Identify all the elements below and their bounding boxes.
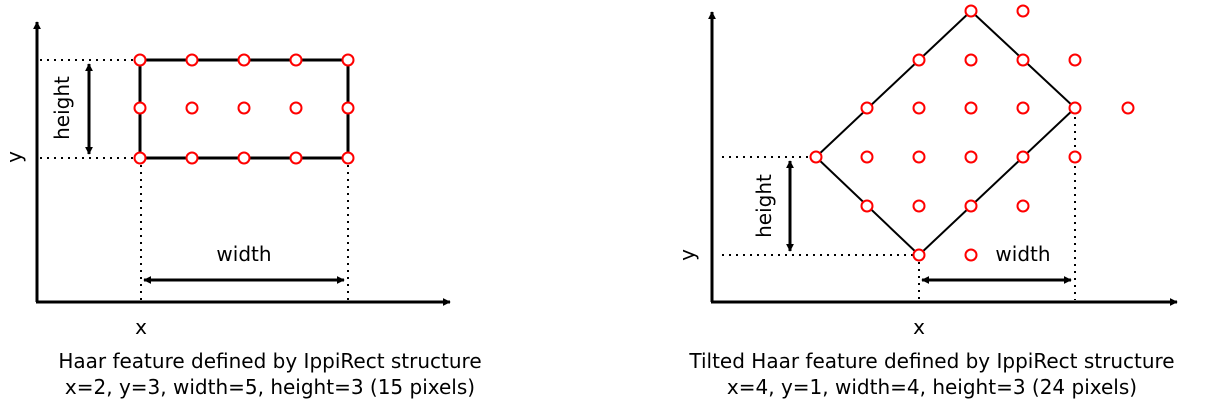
left-points bbox=[133, 53, 355, 165]
right-y-axis-label: y bbox=[675, 249, 699, 261]
left-height-label: height bbox=[50, 76, 74, 140]
left-caption-line1: Haar feature defined by IppiRect structu… bbox=[58, 349, 481, 373]
left-caption-line2: x=2, y=3, width=5, height=3 (15 pixels) bbox=[65, 375, 475, 399]
right-axes bbox=[708, 11, 1178, 306]
right-width-label: width bbox=[995, 242, 1050, 266]
right-points bbox=[809, 4, 1135, 262]
left-guides bbox=[40, 59, 349, 300]
right-panel: height width y x Tilted Haar feature def… bbox=[675, 4, 1178, 399]
left-axes bbox=[33, 21, 451, 306]
right-guides bbox=[722, 110, 1076, 300]
right-height-label: height bbox=[752, 174, 776, 238]
left-panel: height width y x Haar feature defined by… bbox=[2, 21, 482, 399]
right-caption-line2: x=4, y=1, width=4, height=3 (24 pixels) bbox=[727, 375, 1137, 399]
right-tilted-rect bbox=[814, 9, 1077, 257]
right-caption-line1: Tilted Haar feature defined by IppiRect … bbox=[688, 349, 1174, 373]
left-y-axis-label: y bbox=[2, 151, 26, 163]
right-x-axis-label: x bbox=[913, 315, 925, 339]
left-width-label: width bbox=[216, 242, 271, 266]
left-x-axis-label: x bbox=[135, 315, 147, 339]
